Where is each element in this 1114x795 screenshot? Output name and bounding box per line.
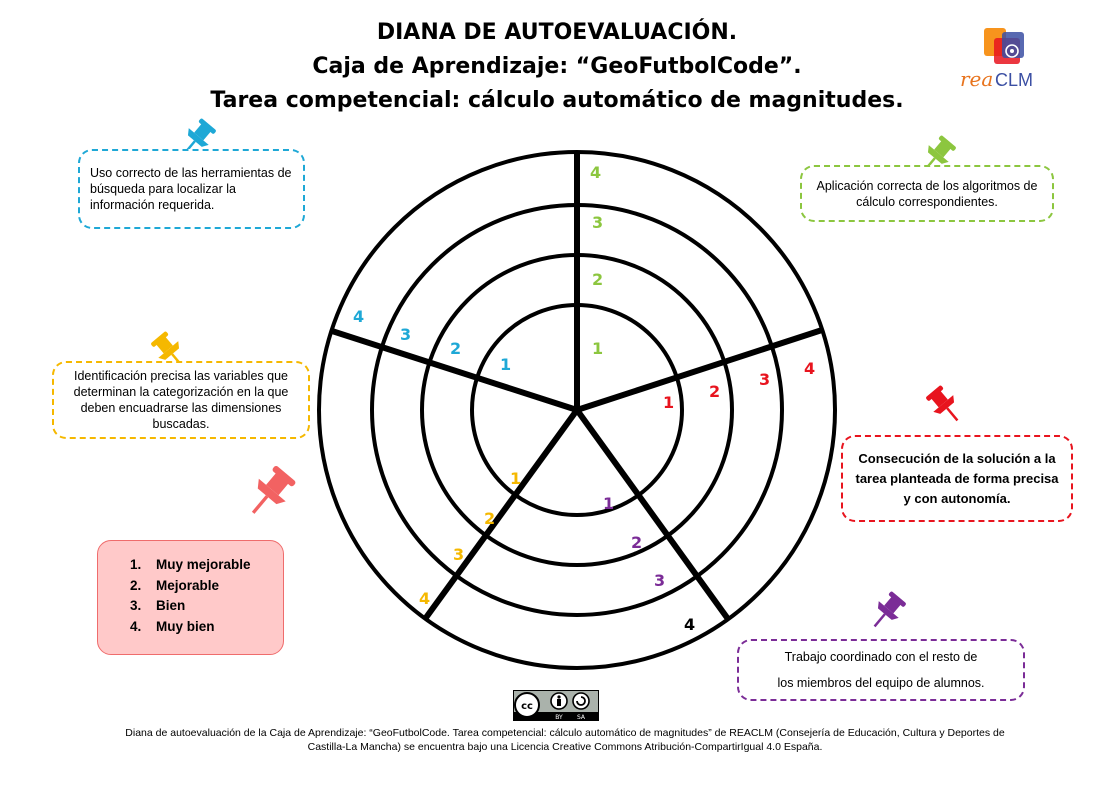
creative-commons-badge: cc BY SA: [513, 690, 599, 721]
scale-label: 4: [590, 163, 601, 182]
pushpin-red-icon: [926, 385, 959, 422]
scale-label: 2: [484, 509, 495, 528]
criterion-text: Identificación precisa las variables que…: [73, 369, 289, 431]
scale-label: 2: [631, 533, 642, 552]
svg-text:CLM: CLM: [995, 70, 1033, 90]
reaclm-logo-text: rea: [960, 67, 993, 91]
legend-item: 4.Muy bien: [130, 618, 215, 634]
rating-legend: 1.Muy mejorable 2.Mejorable 3.Bien 4.Muy…: [97, 540, 284, 655]
scale-label: 2: [450, 339, 461, 358]
criterion-text: Uso correcto de las herramientas de búsq…: [90, 166, 292, 212]
title-line-1: DIANA DE AUTOEVALUACIÓN.: [376, 20, 738, 45]
scale-label: 3: [400, 325, 411, 344]
legend-item: 2.Mejorable: [130, 577, 220, 593]
reaclm-logo: rea CLM: [960, 28, 1033, 91]
scale-label: 1: [510, 469, 521, 488]
axis-blue: [331, 328, 578, 413]
criterion-variables: Identificación precisa las variables que…: [52, 361, 310, 439]
title-line-2: Caja de Aprendizaje: “GeoFutbolCode”.: [312, 54, 802, 79]
scale-label: 1: [592, 339, 603, 358]
license-line-2: Castilla-La Mancha) se encuentra bajo un…: [307, 741, 823, 753]
scale-label: 2: [592, 270, 603, 289]
legend-item: 3.Bien: [130, 598, 186, 613]
scale-label: 3: [759, 370, 770, 389]
svg-text:BY: BY: [555, 714, 563, 721]
criterion-algorithms: Aplicación correcta de los algoritmos de…: [800, 165, 1054, 222]
criterion-search-tools: Uso correcto de las herramientas de búsq…: [78, 149, 305, 229]
criterion-text-line-1: Trabajo coordinado con el resto de: [784, 650, 978, 664]
scale-label: 1: [500, 355, 511, 374]
license-line-1: Diana de autoevaluación de la Caja de Ap…: [125, 727, 1005, 739]
criterion-text: Consecución de la solución a la tarea pl…: [855, 450, 1059, 506]
scale-label: 2: [709, 382, 720, 401]
title-line-3: Tarea competencial: cálculo automático d…: [210, 88, 904, 113]
cc-icon: [514, 692, 540, 718]
scale-label: 4: [419, 589, 430, 608]
scale-label: 4: [684, 615, 695, 634]
svg-text:cc: cc: [521, 701, 533, 712]
scale-label: 3: [654, 571, 665, 590]
scale-label: 3: [453, 545, 464, 564]
legend-item: 1.Muy mejorable: [130, 557, 251, 572]
criterion-teamwork: Trabajo coordinado con el resto de los m…: [737, 639, 1025, 701]
reaclm-logo-icon: [984, 28, 1024, 64]
scale-label: 3: [592, 213, 603, 232]
scale-label: 4: [804, 359, 815, 378]
criterion-text-line-2: los miembros del equipo de alumnos.: [777, 676, 985, 690]
axis-yellow: [422, 408, 580, 621]
axis-purple: [574, 408, 731, 621]
criterion-solution: Consecución de la solución a la tarea pl…: [841, 435, 1073, 522]
scale-label: 1: [663, 393, 674, 412]
scale-label: 4: [353, 307, 364, 326]
svg-text:SA: SA: [577, 714, 586, 721]
pushpin-pink-icon: [251, 465, 296, 514]
axis-red: [576, 327, 823, 413]
scale-label: 1: [603, 494, 614, 513]
pushpin-yellow-icon: [151, 331, 184, 368]
license-footer: Diana de autoevaluación de la Caja de Ap…: [90, 726, 1040, 754]
sa-icon: [572, 692, 590, 710]
criterion-text: Aplicación correcta de los algoritmos de…: [816, 178, 1038, 209]
pushpin-blue-icon: [183, 118, 216, 155]
pushpin-purple-icon: [873, 591, 906, 628]
pushpin-green-icon: [923, 135, 956, 172]
